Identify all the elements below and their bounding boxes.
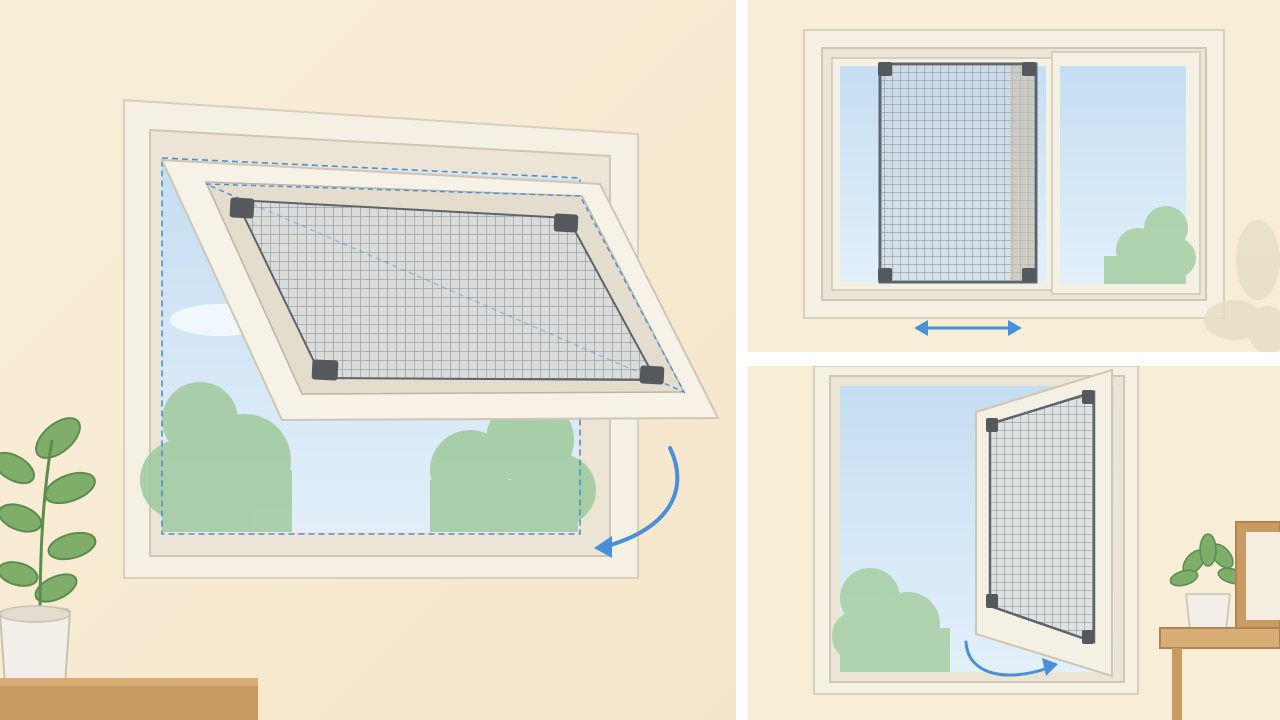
hinged-screen-mesh — [988, 390, 1096, 644]
corner-brackets — [878, 62, 1036, 282]
side-table — [1159, 627, 1280, 720]
corner-brackets — [986, 390, 1094, 644]
screen-rail — [1010, 66, 1034, 280]
trees — [1104, 206, 1196, 284]
curved-arrow-icon — [594, 446, 680, 558]
panel-sliding-screen — [748, 0, 1280, 352]
screen-outline-dashed — [161, 157, 581, 535]
curved-arrow-icon — [964, 640, 1058, 677]
sliding-screen-frame — [878, 62, 1038, 284]
double-arrow-icon — [914, 320, 1022, 336]
desk — [0, 678, 258, 720]
corner-brackets — [229, 197, 665, 385]
divider-vertical — [736, 0, 748, 720]
trees — [832, 568, 950, 672]
top-hinged-scene — [0, 0, 736, 720]
divider-horizontal — [748, 352, 1280, 366]
sliding-screen-mesh — [882, 66, 1034, 280]
hinged-scene — [748, 366, 1280, 720]
picture-frame-icon — [1235, 521, 1280, 631]
panel-hinged-screen — [748, 366, 1280, 720]
sliding-scene — [748, 0, 1280, 352]
plant-shadow — [1204, 220, 1280, 352]
panel-top-hinged-screen — [0, 0, 736, 720]
